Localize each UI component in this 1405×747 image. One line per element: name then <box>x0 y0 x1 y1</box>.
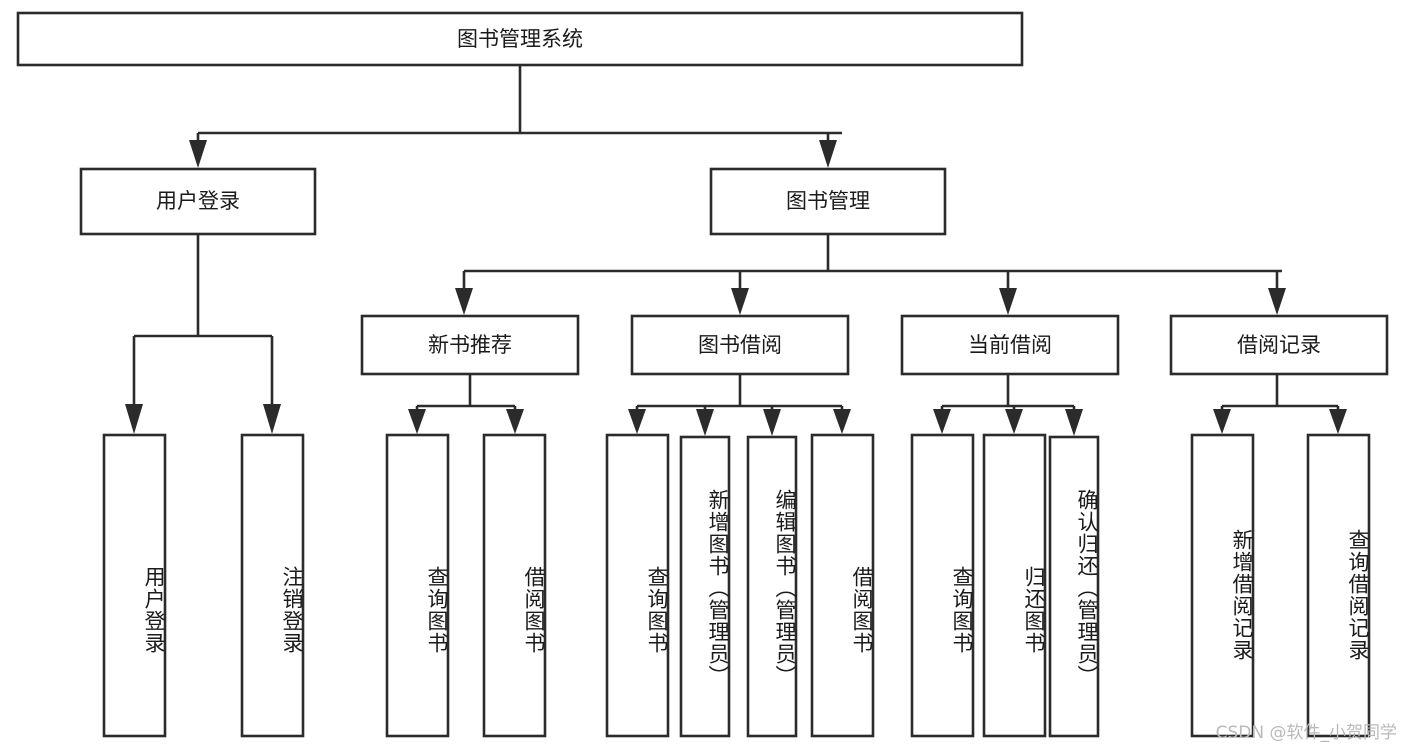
arrowhead-nb-borrow-book <box>506 409 524 434</box>
leaf-rect-cb-confirm-return[interactable] <box>1048 435 1100 738</box>
connector-newbook-to-leaves <box>408 374 524 434</box>
arrowhead-book-manage <box>819 140 837 168</box>
arrowhead-cb-return-book <box>1005 409 1023 434</box>
arrowhead-leaf-logout <box>263 404 281 434</box>
connector-currentborrow-to-leaves <box>933 374 1083 436</box>
node-root-rect[interactable] <box>16 11 1024 67</box>
leaf-rect-br-query-record[interactable] <box>1306 433 1371 738</box>
node-book-borrow-rect[interactable] <box>630 314 850 376</box>
node-book-management-label: 图书管理 <box>786 189 870 213</box>
node-book-borrow[interactable]: 图书借阅 <box>630 314 850 376</box>
arrowhead-br-query-record <box>1329 409 1347 434</box>
node-borrow-record[interactable]: 借阅记录 <box>1169 314 1389 376</box>
node-book-management[interactable]: 图书管理 <box>709 167 947 236</box>
arrowhead-bb-add-book <box>696 409 714 436</box>
arrowhead-new-book-rec <box>455 288 473 315</box>
arrowhead-current-borrow <box>999 288 1017 315</box>
arrowhead-borrow-record <box>1268 288 1286 315</box>
node-borrow-record-label: 借阅记录 <box>1237 333 1321 357</box>
leaf-rect-logout[interactable] <box>240 433 305 738</box>
arrowhead-leaf-user-login <box>125 404 143 434</box>
node-new-book-recommend[interactable]: 新书推荐 <box>360 314 580 376</box>
leaf-rect-br-add-record[interactable] <box>1190 433 1255 738</box>
leaf-rect-bb-add-book[interactable] <box>679 435 731 738</box>
node-user-login-label: 用户登录 <box>156 189 240 213</box>
watermark-text: CSDN @软件_小贺同学 <box>1215 723 1397 743</box>
connector-userlogin-to-leaves <box>125 234 281 434</box>
leaf-rect-nb-borrow-book[interactable] <box>482 433 547 738</box>
leaf-rect-cb-query-book[interactable] <box>910 433 975 738</box>
arrowhead-cb-query-book <box>933 409 951 434</box>
connector-bookborrow-to-leaves <box>628 374 851 436</box>
leaf-rect-bb-borrow-book[interactable] <box>810 433 875 738</box>
arrowhead-book-borrow <box>731 288 749 315</box>
leaf-rect-nb-query-book[interactable] <box>385 433 450 738</box>
leaf-rect-cb-return-book[interactable] <box>982 433 1047 738</box>
node-borrow-record-rect[interactable] <box>1169 314 1389 376</box>
node-current-borrow[interactable]: 当前借阅 <box>900 314 1120 376</box>
node-current-borrow-rect[interactable] <box>900 314 1120 376</box>
arrowhead-br-add-record <box>1213 409 1231 434</box>
node-user-login-rect[interactable] <box>79 167 317 236</box>
arrowhead-bb-edit-book <box>763 409 781 436</box>
node-book-management-rect[interactable] <box>709 167 947 236</box>
node-current-borrow-label: 当前借阅 <box>968 333 1052 357</box>
node-root-label: 图书管理系统 <box>457 27 583 51</box>
arrowhead-nb-query-book <box>408 409 426 434</box>
connector-borrowrecord-to-leaves <box>1213 374 1347 434</box>
node-root[interactable]: 图书管理系统 <box>16 11 1024 67</box>
leaf-rect-bb-query-book[interactable] <box>605 433 670 738</box>
arrowhead-user-login <box>189 140 207 168</box>
arrowhead-bb-borrow-book <box>833 409 851 434</box>
node-book-borrow-label: 图书借阅 <box>698 333 782 357</box>
connector-root-to-level2 <box>189 65 842 168</box>
arrowhead-bb-query-book <box>628 409 646 434</box>
node-new-book-recommend-rect[interactable] <box>360 314 580 376</box>
node-new-book-recommend-label: 新书推荐 <box>428 333 512 357</box>
leaf-rect-bb-edit-book[interactable] <box>746 435 798 738</box>
connector-bookmanage-to-level3 <box>455 234 1286 315</box>
node-user-login[interactable]: 用户登录 <box>79 167 317 236</box>
leaf-rect-user-login[interactable] <box>102 433 167 738</box>
arrowhead-cb-confirm-return <box>1065 409 1083 436</box>
